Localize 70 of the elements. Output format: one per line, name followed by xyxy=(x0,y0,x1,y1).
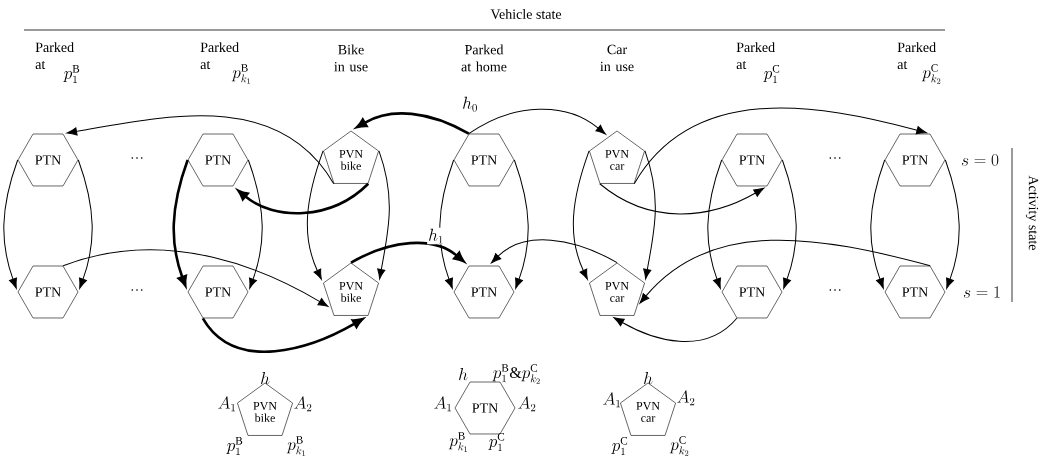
hexagon-node: PTN xyxy=(187,265,249,319)
hexagon-node: PTN xyxy=(187,133,249,187)
side-label: $h$ xyxy=(261,372,270,385)
arrow xyxy=(201,317,364,353)
arrow xyxy=(247,159,263,289)
arrow xyxy=(77,159,93,289)
arrow xyxy=(513,159,529,289)
arrow xyxy=(306,150,324,280)
row-label: $s=1$ xyxy=(963,286,1000,298)
arrow xyxy=(172,159,189,287)
hexagon-node: PTN xyxy=(721,133,783,187)
arrow xyxy=(639,239,931,304)
side-label: $p_1^{\mathrm{C}}$ xyxy=(488,433,505,451)
arrow xyxy=(643,150,656,280)
arrow xyxy=(3,159,19,289)
side-label: $A_1$ xyxy=(434,396,451,412)
arrow xyxy=(439,159,455,289)
hexagon-node: PTN xyxy=(453,133,515,187)
arrow xyxy=(613,317,738,342)
arrow xyxy=(62,249,329,307)
hexagon-node: PTN xyxy=(721,265,783,319)
arrow xyxy=(491,239,618,264)
heading: Vehicle state xyxy=(490,9,562,19)
side-label: $A_1$ xyxy=(218,396,235,412)
axis-label: Activity state xyxy=(1025,175,1039,251)
edge-label: $h_1$ xyxy=(427,227,445,245)
arrow xyxy=(707,159,723,289)
column-heading: Car in use xyxy=(600,44,634,72)
arrow xyxy=(870,159,886,289)
ellipsis: … xyxy=(829,289,841,291)
hexagon-node: PTN xyxy=(453,265,515,319)
arrow xyxy=(468,108,606,135)
ellipsis: … xyxy=(131,157,143,159)
edge-label: $h_0$ xyxy=(461,95,479,113)
pentagon-node: PVN bike xyxy=(323,130,379,184)
side-label: $p_{k_2}^{\mathrm{C}}$ xyxy=(669,436,689,456)
side-label: $p_{k_1}^{\mathrm{B}}$ xyxy=(286,436,306,456)
side-label: $A_2$ xyxy=(677,390,695,406)
side-label: $p_1^{\mathrm{B}}$ xyxy=(226,437,243,455)
column-heading: Bike in use xyxy=(334,44,368,72)
side-label: $A_2$ xyxy=(294,396,312,412)
arrow xyxy=(237,182,370,215)
side-label: $A_2$ xyxy=(518,396,536,412)
row-label: $s=0$ xyxy=(961,154,999,166)
arrow xyxy=(633,107,927,185)
arrow xyxy=(781,159,797,289)
ellipsis: … xyxy=(131,289,143,291)
arrow xyxy=(599,183,765,215)
formula: $p_1^{\mathrm{C}}$ xyxy=(763,65,780,83)
pentagon-node: PVN car xyxy=(589,262,645,316)
hexagon-node: PTN xyxy=(17,265,79,319)
side-label: $p_1^{\mathrm{B}}\&p_{k_2}^{\mathrm{C}}$ xyxy=(492,364,540,384)
arrow xyxy=(66,115,335,185)
pentagon-node: PVN bike xyxy=(323,262,379,316)
arrow xyxy=(377,150,390,280)
ellipsis: … xyxy=(829,157,841,159)
arrow xyxy=(944,159,960,289)
hexagon-node: PTN xyxy=(884,265,946,319)
pentagon-node: PVN car xyxy=(589,130,645,184)
side-label: $A_1$ xyxy=(603,392,620,408)
column-heading: Parked at home xyxy=(461,44,507,72)
arrow xyxy=(355,112,470,135)
hexagon-node: PTN xyxy=(17,133,79,187)
side-label: $p_{k_1}^{\mathrm{B}}$ xyxy=(448,432,468,452)
arrow xyxy=(572,150,590,280)
side-label: $h$ xyxy=(459,368,468,381)
side-label: $p_1^{\mathrm{C}}$ xyxy=(611,437,628,455)
hexagon-node: PTN xyxy=(884,133,946,187)
side-label: $h$ xyxy=(644,372,653,385)
arrow xyxy=(350,241,465,264)
